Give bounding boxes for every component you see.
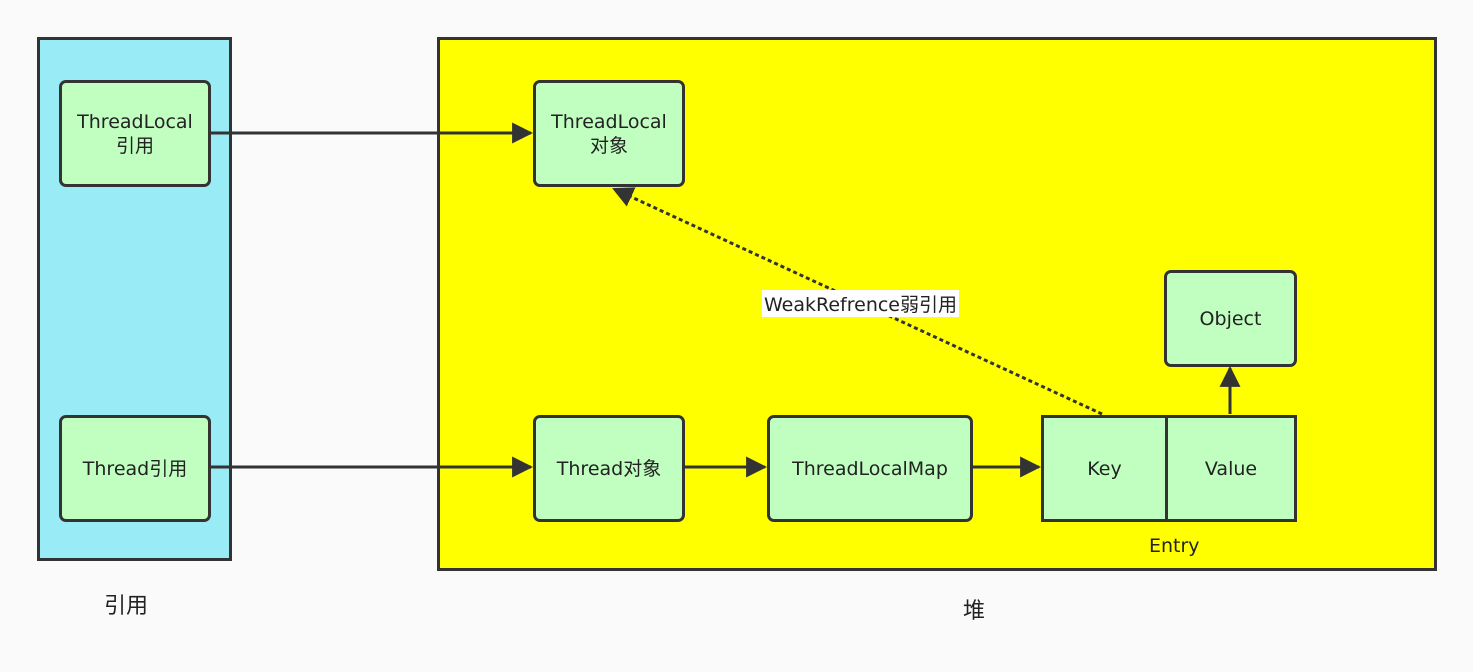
stack-region-label: 引用: [104, 594, 149, 619]
thread-object-node[interactable]: Thread对象: [533, 415, 685, 522]
thread-reference-node[interactable]: Thread引用: [59, 415, 211, 522]
threadlocal-reference-line1: ThreadLocal: [77, 110, 193, 133]
threadlocal-reference-node[interactable]: ThreadLocal 引用: [59, 80, 211, 187]
threadlocal-object-node[interactable]: ThreadLocal 对象: [533, 80, 685, 187]
threadlocal-object-line1: ThreadLocal: [551, 110, 667, 133]
threadlocal-object-line2: 对象: [589, 134, 628, 157]
threadlocalmap-label: ThreadLocalMap: [792, 457, 948, 480]
heap-region-label: 堆: [963, 599, 986, 624]
threadlocalmap-node[interactable]: ThreadLocalMap: [767, 415, 973, 522]
threadlocal-reference-line2: 引用: [115, 134, 154, 157]
entry-key-label: Key: [1087, 457, 1122, 480]
object-label: Object: [1199, 307, 1262, 330]
weak-reference-label: WeakRefrence弱引用: [762, 290, 959, 317]
thread-reference-label: Thread引用: [82, 457, 188, 480]
entry-label: Entry: [1149, 535, 1200, 557]
entry-key-node[interactable]: Key: [1041, 415, 1168, 522]
entry-value-node[interactable]: Value: [1165, 415, 1297, 522]
object-node[interactable]: Object: [1164, 270, 1297, 367]
entry-value-label: Value: [1204, 457, 1258, 480]
thread-object-label: Thread对象: [556, 457, 662, 480]
